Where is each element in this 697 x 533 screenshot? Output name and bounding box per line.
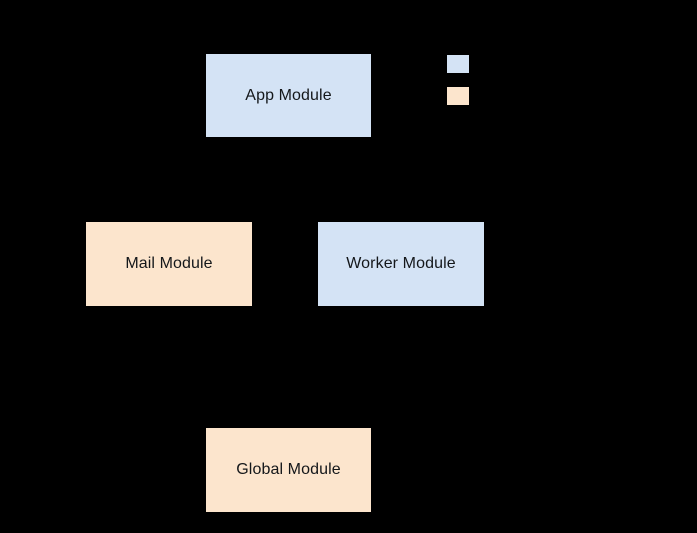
node-global-module-label: Global Module (236, 461, 341, 478)
edge-worker-to-global (321, 307, 402, 427)
node-worker-module-label: Worker Module (346, 255, 456, 272)
node-app-module[interactable]: App Module (205, 53, 372, 138)
legend-swatch-blue (446, 54, 470, 74)
edge-app-to-worker (325, 138, 406, 221)
edge-app-to-mail (164, 138, 251, 221)
node-app-module-label: App Module (245, 86, 332, 104)
legend-swatch-peach (446, 86, 470, 106)
node-global-module[interactable]: Global Module (205, 427, 372, 513)
node-mail-module-label: Mail Module (125, 255, 213, 272)
node-worker-module[interactable]: Worker Module (317, 221, 485, 307)
edge-mail-to-global (168, 307, 255, 427)
node-mail-module[interactable]: Mail Module (85, 221, 253, 307)
